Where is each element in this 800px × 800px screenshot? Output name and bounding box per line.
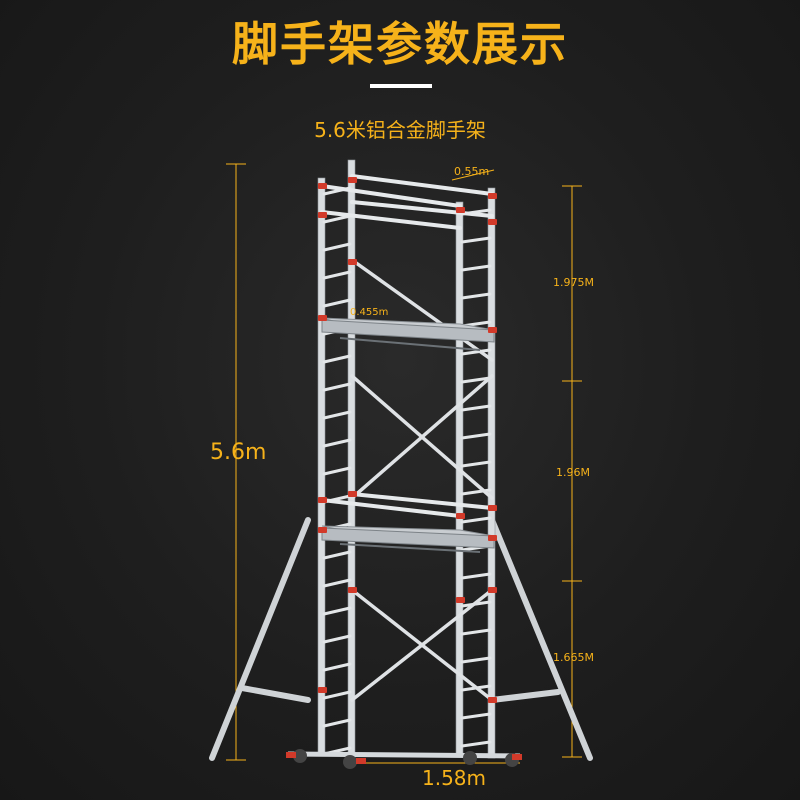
coupler <box>456 597 465 603</box>
rung <box>460 712 492 720</box>
rung <box>460 264 492 272</box>
rung <box>460 656 492 664</box>
coupler <box>488 219 497 225</box>
height-dimension-line <box>226 163 246 761</box>
rung <box>460 460 492 468</box>
rung <box>322 550 352 560</box>
rung <box>322 214 352 224</box>
coupler <box>456 513 465 519</box>
rung <box>322 242 352 252</box>
base-frame <box>287 751 521 759</box>
coupler <box>318 497 327 503</box>
rung <box>322 270 352 280</box>
rung <box>460 348 492 356</box>
coupler <box>488 505 497 511</box>
rung <box>460 628 492 636</box>
page-title: 脚手架参数展示 <box>232 17 568 71</box>
cross-braces <box>350 258 494 702</box>
rung <box>322 718 352 728</box>
rung <box>322 410 352 420</box>
rung <box>322 298 352 308</box>
guard-rails <box>320 174 494 518</box>
casters <box>286 749 522 769</box>
rung <box>460 236 492 244</box>
rung <box>460 516 492 524</box>
rung <box>460 432 492 440</box>
coupler <box>318 183 327 189</box>
coupler <box>318 687 327 693</box>
platform-width-label: 0.455m <box>350 307 389 318</box>
rung <box>322 438 352 448</box>
rung <box>322 466 352 476</box>
total-height-label: 5.6m <box>210 440 267 465</box>
ladder-rungs <box>322 186 492 756</box>
coupler <box>488 535 497 541</box>
coupler <box>348 259 357 265</box>
rung <box>460 292 492 300</box>
rung <box>460 740 492 748</box>
red-couplers <box>318 177 497 703</box>
rung <box>322 634 352 644</box>
title-divider <box>370 84 432 88</box>
rung <box>322 606 352 616</box>
rung <box>460 404 492 412</box>
depth-label: 0.55m <box>454 165 490 178</box>
platform-lower <box>321 525 495 553</box>
coupler <box>488 587 497 593</box>
rung <box>460 572 492 580</box>
rung <box>460 376 492 384</box>
rung <box>322 690 352 700</box>
base-width-label: 1.58m <box>422 766 487 790</box>
outriggers <box>209 517 593 761</box>
rung <box>322 662 352 672</box>
coupler <box>348 491 357 497</box>
coupler <box>318 527 327 533</box>
coupler <box>488 697 497 703</box>
coupler <box>348 177 357 183</box>
depth-dimension-line <box>451 169 495 181</box>
coupler <box>348 587 357 593</box>
coupler <box>318 212 327 218</box>
segment-3-label: 1.665M <box>553 651 594 664</box>
uprights <box>317 159 496 759</box>
rung <box>322 354 352 364</box>
coupler <box>318 315 327 321</box>
coupler <box>488 327 497 333</box>
segment-dimension-line <box>562 185 582 758</box>
rung <box>322 382 352 392</box>
segment-1-label: 1.975M <box>553 276 594 289</box>
segment-2-label: 1.96M <box>556 466 590 479</box>
coupler <box>488 193 497 199</box>
coupler <box>456 207 465 213</box>
product-subtitle: 5.6米铝合金脚手架 <box>314 118 486 142</box>
rung <box>322 578 352 588</box>
platform-upper <box>321 317 495 351</box>
